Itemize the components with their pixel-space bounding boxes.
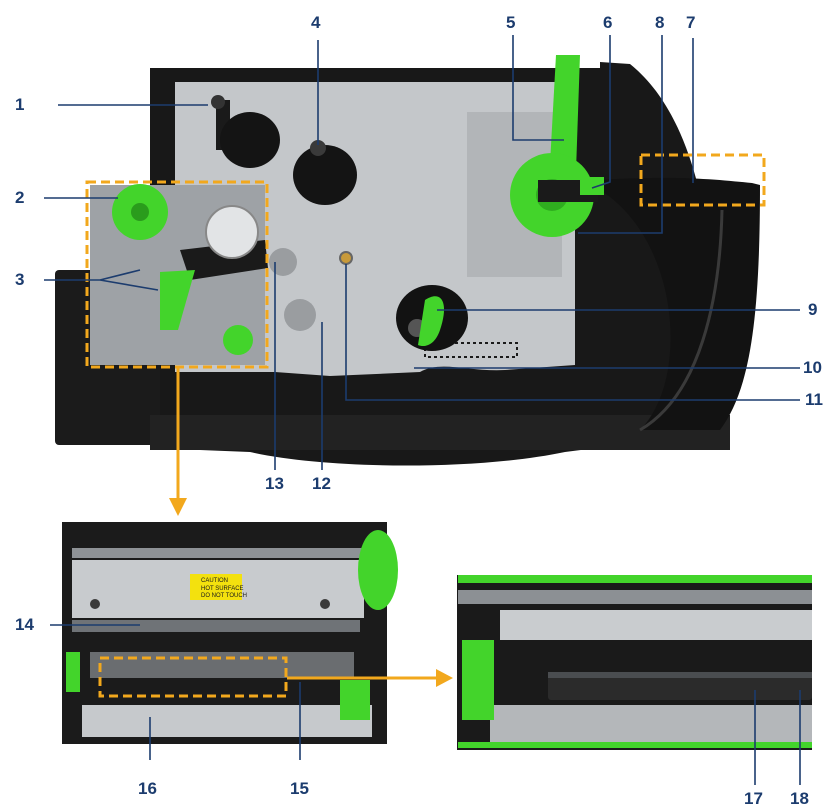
green-knob-closeup <box>358 530 398 610</box>
printer-main-view <box>55 55 760 466</box>
callout-12: 12 <box>312 474 331 493</box>
callout-2: 2 <box>15 188 25 207</box>
platen-roller <box>82 705 372 737</box>
printhead-top-rail <box>72 548 362 558</box>
lower-roller <box>490 705 812 743</box>
upper-shaft <box>500 610 812 640</box>
caution-line-3: DO NOT TOUCH <box>201 593 247 599</box>
callout-18: 18 <box>790 789 809 808</box>
caution-line-1: CAUTION <box>201 578 228 584</box>
callout-1: 1 <box>15 95 25 114</box>
printhead-release-lever <box>160 270 195 330</box>
printhead-closeup: CAUTION HOT SURFACE DO NOT TOUCH <box>62 522 398 744</box>
printhead-element <box>90 652 354 678</box>
media-holder-lock <box>580 177 604 195</box>
green-lever-closeup <box>340 680 370 720</box>
sensor-closeup <box>457 575 812 750</box>
media-guide-shadow <box>639 209 724 432</box>
caution-line-2: HOT SURFACE <box>201 586 244 592</box>
media-clip-green <box>418 296 445 347</box>
sensor-bar <box>548 672 812 700</box>
arrow-down-head <box>169 498 187 516</box>
roller-13 <box>269 248 297 276</box>
callout-9: 9 <box>808 300 818 319</box>
sensor-highlight-box <box>98 656 288 698</box>
zoom-arrows <box>169 368 453 687</box>
callout-11: 11 <box>805 390 823 409</box>
leader-11 <box>345 264 800 401</box>
highlight-boxes <box>85 153 766 698</box>
leader-5 <box>512 35 564 141</box>
callout-8: 8 <box>655 13 665 32</box>
green-tab-closeup <box>66 652 80 692</box>
roller-12 <box>284 299 316 331</box>
caution-sticker <box>190 574 242 600</box>
callout-5: 5 <box>506 13 516 32</box>
arrow-right-head <box>436 669 453 687</box>
sensor-11 <box>339 251 353 265</box>
caution-sticker-text: CAUTION HOT SURFACE DO NOT TOUCH <box>201 578 247 599</box>
screw-left <box>90 599 100 609</box>
leader-8 <box>578 35 663 234</box>
screw-right <box>320 599 330 609</box>
leader-lines <box>44 35 801 785</box>
callout-10: 10 <box>803 358 822 377</box>
printhead-pressure-knob-center <box>131 203 149 221</box>
leader-6 <box>591 35 611 189</box>
ribbon-guide-bar <box>72 620 360 632</box>
spindle-4-cap <box>310 140 326 156</box>
callout-6: 6 <box>603 13 613 32</box>
callout-4: 4 <box>311 13 321 32</box>
callout-7: 7 <box>686 13 696 32</box>
green-wheel-small <box>223 325 253 355</box>
spindle-1-cap <box>211 95 225 109</box>
callout-17: 17 <box>744 789 763 808</box>
upper-shaft-edge <box>458 590 812 604</box>
sensor-bar-highlight <box>548 672 812 678</box>
callout-16: 16 <box>138 779 157 798</box>
printhead-highlight-box <box>85 180 269 369</box>
callout-15: 15 <box>290 779 309 798</box>
green-strip-bottom <box>458 742 812 748</box>
callout-14: 14 <box>15 615 34 634</box>
ribbon-rewind-spindle <box>293 145 357 205</box>
callout-13: 13 <box>265 474 284 493</box>
green-strip-top <box>458 575 812 583</box>
callout-3: 3 <box>15 270 25 289</box>
leader-3 <box>44 269 159 291</box>
green-block-sensor <box>462 640 494 720</box>
gear-wheel <box>205 205 259 259</box>
ribbon-supply-spindle <box>220 112 280 168</box>
printer-base-floor <box>150 415 730 450</box>
media-exit-highlight-box <box>639 153 766 207</box>
